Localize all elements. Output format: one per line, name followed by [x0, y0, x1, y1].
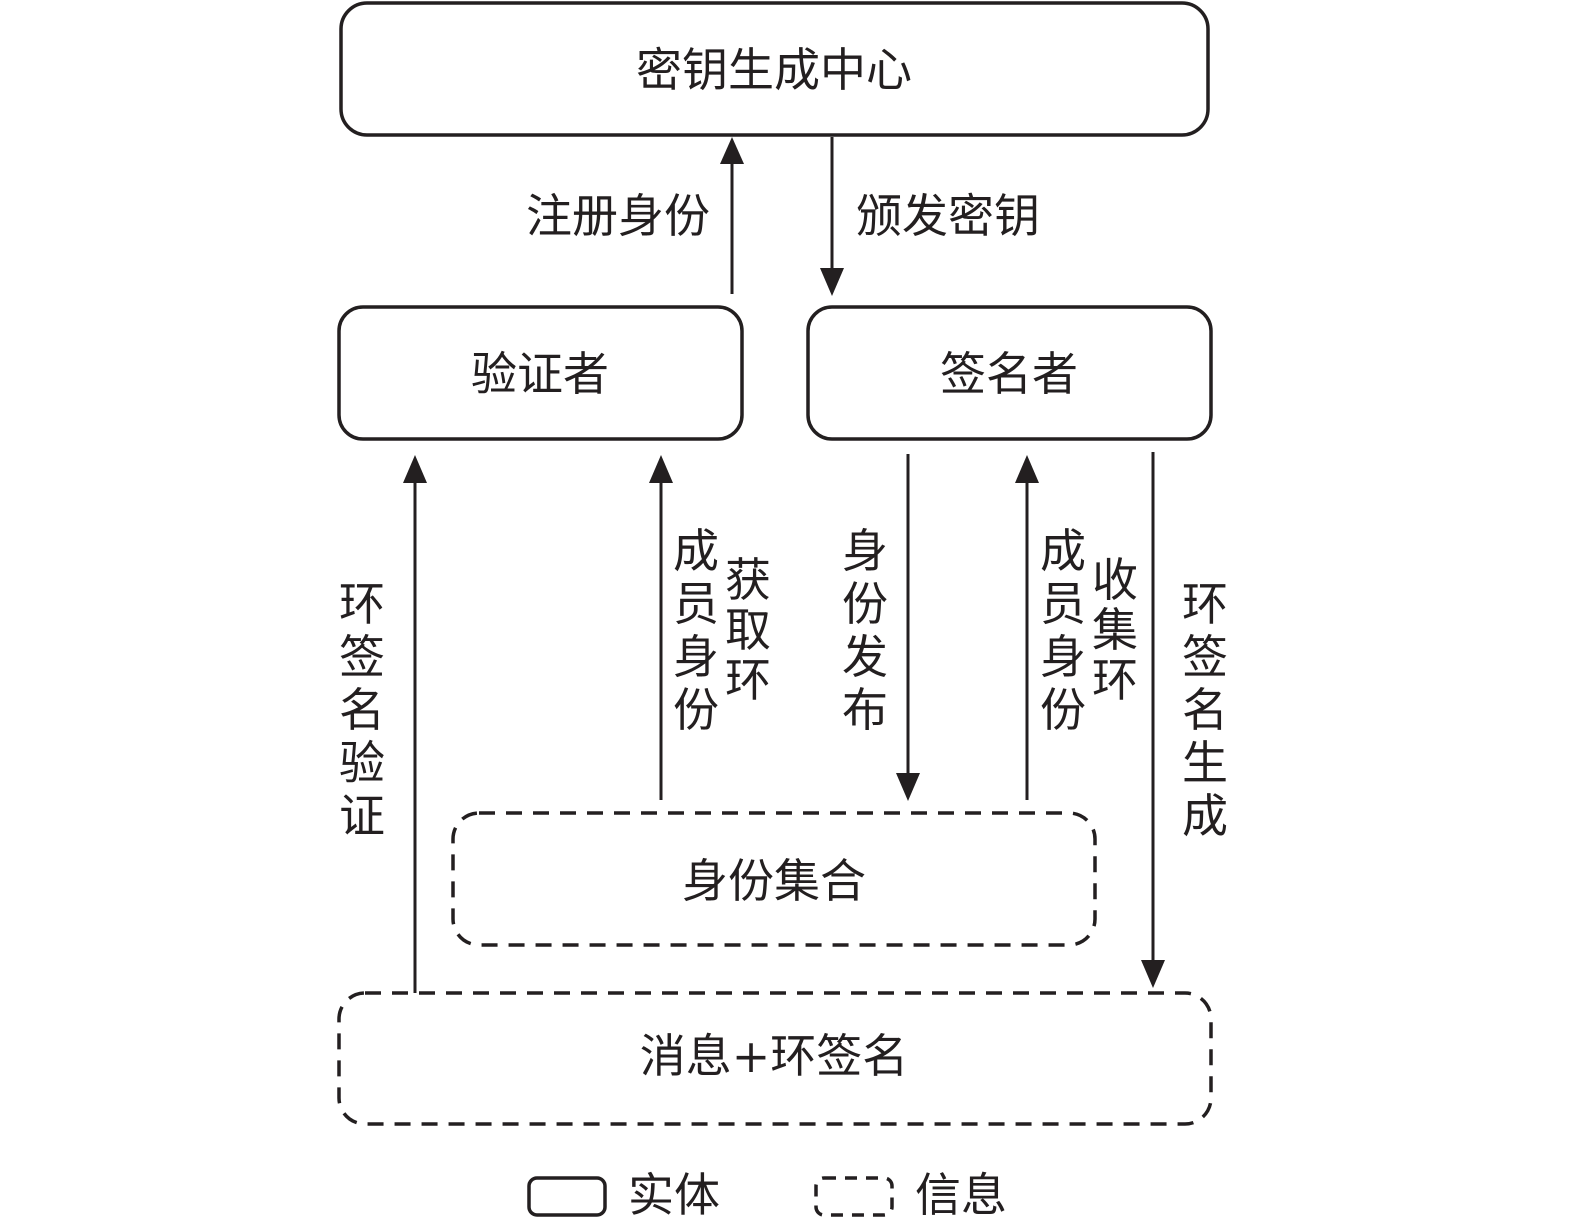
legend: 实体 信息	[527, 1168, 1007, 1222]
edge-register-identity: 注册身份	[526, 137, 744, 294]
legend-dashed-box-icon	[814, 1176, 894, 1217]
legend-item-information: 信息	[814, 1168, 1007, 1222]
edge-collect-ring-member-identities: 收 集 环 成 员 身 份	[1015, 455, 1138, 800]
node-label: 消息+环签名	[640, 1029, 909, 1083]
edge-label-vertical: 收 集 环 成 员 身 份	[1040, 524, 1138, 737]
node-label: 验证者	[471, 347, 609, 401]
node-verifier[interactable]: 验证者	[337, 305, 744, 441]
svg-text:员: 员	[673, 577, 719, 631]
node-label: 签名者	[940, 347, 1078, 401]
node-signer[interactable]: 签名者	[806, 305, 1213, 441]
node-label: 密钥生成中心	[636, 43, 912, 97]
svg-text:成: 成	[1182, 789, 1228, 843]
legend-solid-box-icon	[527, 1176, 607, 1217]
edge-label-vertical: 获 取 环 成 员 身 份	[673, 524, 771, 737]
svg-text:信息: 信息	[915, 1168, 1007, 1222]
node-key-generation-center[interactable]: 密钥生成中心	[339, 1, 1210, 137]
node-label: 身份集合	[682, 854, 866, 908]
svg-text:份: 份	[673, 683, 719, 737]
edge-label-vertical: 环 签 名 生 成	[1182, 577, 1228, 843]
svg-text:身: 身	[842, 524, 888, 578]
arrowhead-down	[896, 773, 920, 801]
svg-text:获: 获	[725, 553, 771, 607]
edge-get-ring-member-identities: 获 取 环 成 员 身 份	[649, 455, 771, 800]
svg-text:环: 环	[339, 577, 385, 631]
svg-text:收: 收	[1092, 553, 1138, 607]
arrowhead-up	[1015, 455, 1039, 483]
arrowhead-up	[720, 137, 744, 164]
edge-ring-signature-generation: 环 签 名 生 成	[1141, 452, 1228, 988]
edge-ring-signature-verification: 环 签 名 验 证	[339, 455, 427, 993]
node-message-ring-signature[interactable]: 消息+环签名	[337, 991, 1213, 1126]
svg-text:员: 员	[1040, 577, 1086, 631]
arrowhead-down	[820, 268, 844, 296]
svg-text:签: 签	[339, 630, 385, 684]
edge-issue-key: 颁发密钥	[820, 137, 1040, 296]
svg-text:身: 身	[1040, 630, 1086, 684]
svg-text:名: 名	[1182, 683, 1228, 737]
svg-text:布: 布	[842, 683, 888, 737]
edge-identity-publish: 身 份 发 布	[842, 454, 920, 801]
svg-text:环: 环	[1092, 653, 1138, 707]
svg-text:取: 取	[725, 603, 771, 657]
svg-text:名: 名	[339, 683, 385, 737]
edge-label: 注册身份	[526, 189, 710, 243]
node-identity-set[interactable]: 身份集合	[451, 811, 1097, 947]
edge-label-vertical: 身 份 发 布	[842, 524, 888, 737]
edge-label: 颁发密钥	[856, 189, 1040, 243]
svg-text:集: 集	[1092, 603, 1138, 657]
arrowhead-up	[403, 455, 427, 483]
svg-text:签: 签	[1182, 630, 1228, 684]
svg-text:身: 身	[673, 630, 719, 684]
legend-item-entity: 实体	[527, 1168, 720, 1222]
arrowhead-down	[1141, 960, 1165, 988]
svg-text:生: 生	[1182, 736, 1228, 790]
edge-label-vertical: 环 签 名 验 证	[339, 577, 385, 843]
svg-text:证: 证	[339, 789, 385, 843]
svg-text:实体: 实体	[628, 1168, 720, 1222]
svg-text:发: 发	[842, 630, 888, 684]
arrowhead-up	[649, 455, 673, 483]
svg-text:份: 份	[1040, 683, 1086, 737]
svg-text:环: 环	[1182, 577, 1228, 631]
svg-text:份: 份	[842, 577, 888, 631]
svg-text:成: 成	[1040, 524, 1086, 578]
svg-text:验: 验	[339, 736, 385, 790]
svg-text:成: 成	[673, 524, 719, 578]
svg-text:环: 环	[725, 653, 771, 707]
